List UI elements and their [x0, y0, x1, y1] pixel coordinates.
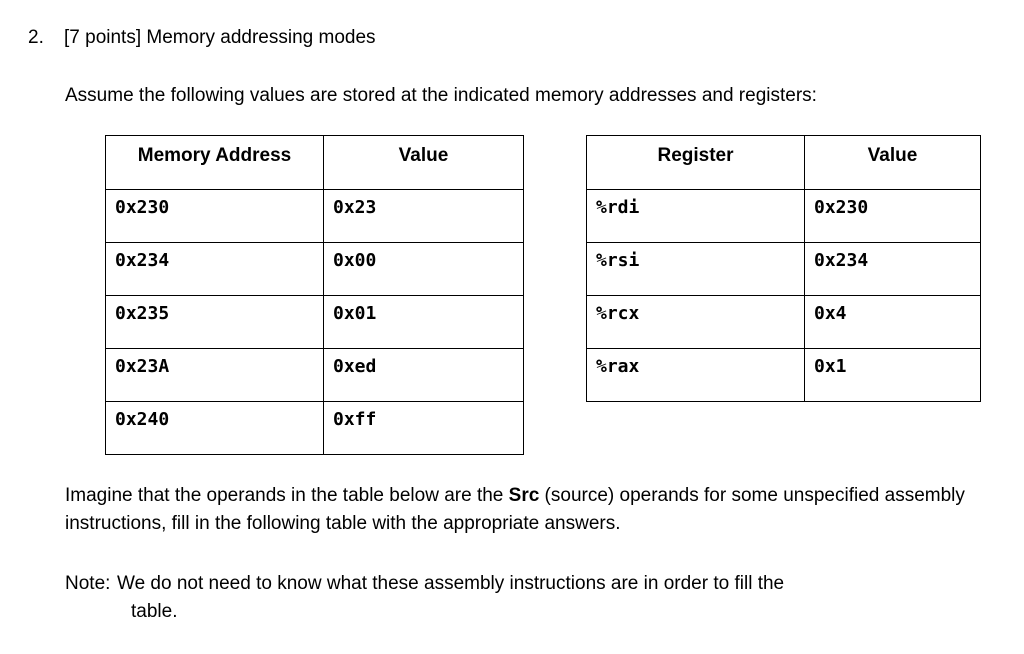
memory-address-table: Memory Address Value 0x230 0x23 0x234 0x…	[105, 135, 524, 455]
cell-memory-address: 0x230	[105, 189, 324, 243]
register-table: Register Value %rdi 0x230 %rsi 0x234 %rc…	[586, 135, 981, 402]
cell-memory-value: 0x23	[323, 189, 524, 243]
table-row: 0x23A 0xed	[105, 348, 524, 402]
table-header-row: Memory Address Value	[105, 135, 524, 190]
column-header-memory-address: Memory Address	[105, 135, 324, 190]
cell-register-name: %rsi	[586, 242, 805, 296]
table-header-row: Register Value	[586, 135, 981, 190]
column-header-register: Register	[586, 135, 805, 190]
cell-register-value: 0x1	[804, 348, 981, 402]
table-row: 0x230 0x23	[105, 189, 524, 243]
cell-memory-value: 0x00	[323, 242, 524, 296]
question-number: 2.	[28, 27, 44, 48]
column-header-value: Value	[804, 135, 981, 190]
column-header-value: Value	[323, 135, 524, 190]
src-emphasis: Src	[508, 485, 540, 506]
note-line-1: We do not need to know what these assemb…	[117, 573, 785, 594]
intro-text: Assume the following values are stored a…	[65, 85, 817, 106]
table-row: 0x235 0x01	[105, 295, 524, 349]
note-label: Note:	[65, 573, 111, 594]
cell-memory-address: 0x234	[105, 242, 324, 296]
cell-memory-address: 0x235	[105, 295, 324, 349]
table-row: 0x234 0x00	[105, 242, 524, 296]
note-paragraph: Note: We do not need to know what these a…	[65, 570, 985, 626]
cell-memory-value: 0x01	[323, 295, 524, 349]
cell-register-name: %rcx	[586, 295, 805, 349]
cell-memory-address: 0x23A	[105, 348, 324, 402]
cell-memory-address: 0x240	[105, 401, 324, 455]
cell-register-name: %rdi	[586, 189, 805, 243]
cell-memory-value: 0xed	[323, 348, 524, 402]
cell-register-name: %rax	[586, 348, 805, 402]
table-row: %rdi 0x230	[586, 189, 981, 243]
cell-register-value: 0x4	[804, 295, 981, 349]
table-row: %rsi 0x234	[586, 242, 981, 296]
table-row: %rax 0x1	[586, 348, 981, 402]
question-title: [7 points] Memory addressing modes	[64, 27, 376, 48]
question-heading: 2. [7 points] Memory addressing modes	[28, 25, 988, 51]
imagine-text-part1: Imagine that the operands in the table b…	[65, 485, 509, 506]
cell-memory-value: 0xff	[323, 401, 524, 455]
cell-register-value: 0x234	[804, 242, 981, 296]
imagine-text-part2: (source) operands for some unspecified a…	[65, 485, 965, 534]
imagine-paragraph: Imagine that the operands in the table b…	[65, 482, 985, 538]
table-row: 0x240 0xff	[105, 401, 524, 455]
note-line-2: table.	[131, 601, 178, 622]
table-row: %rcx 0x4	[586, 295, 981, 349]
cell-register-value: 0x230	[804, 189, 981, 243]
